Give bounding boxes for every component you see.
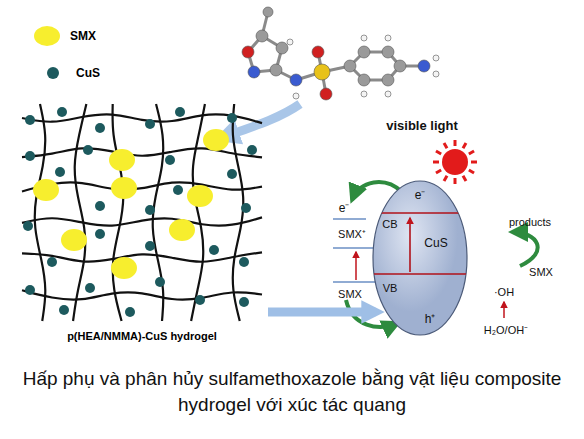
cus-particle (95, 123, 105, 133)
cus-particle (47, 257, 57, 267)
sun-symbol (433, 140, 477, 184)
cus-particle (209, 245, 219, 255)
cus-particle (57, 107, 67, 117)
legend-swatch (34, 26, 60, 46)
cus-particle (23, 221, 33, 231)
level-label: SMX⁺ (338, 228, 366, 240)
smx-particle (187, 185, 213, 207)
light-label: visible light (386, 119, 458, 133)
smx-particle (203, 129, 229, 151)
legend-entry: CuS (47, 61, 100, 85)
polymer-chain (191, 104, 205, 321)
polymer-chain (22, 217, 262, 225)
hole-label: h⁺ (425, 313, 436, 326)
ellipse-outline (372, 180, 468, 336)
radical-label: ·OH (494, 286, 514, 298)
cus-particle (85, 283, 95, 293)
smx-particle (169, 219, 195, 241)
sun-ray (469, 151, 474, 154)
oh-arrow (503, 302, 505, 318)
cus-particle (95, 201, 105, 211)
cus-particle (145, 241, 155, 251)
polymer-chain (233, 104, 244, 321)
polymer-chain (22, 114, 262, 123)
cus-particle (239, 257, 249, 267)
sun-ray (471, 161, 477, 164)
legend-label: CuS (76, 66, 100, 80)
sun-ray (463, 176, 466, 181)
degradation-arrow (512, 232, 538, 266)
cus-particle (25, 115, 35, 125)
hydrogel-network: p(HEA/NMMA)-CuS hydrogel (16, 100, 268, 322)
cus-particle (95, 229, 105, 239)
material-label: CuS (424, 237, 447, 250)
polymer-network (22, 104, 262, 321)
cus-particle (247, 145, 257, 155)
cus-particle (145, 119, 155, 129)
sun-ray (436, 151, 441, 154)
pollutant-label: SMX (529, 266, 553, 278)
electron-label: e⁻ (339, 202, 350, 215)
smx-particle (109, 149, 135, 171)
cus-particle (83, 145, 93, 155)
cus-particle (239, 297, 249, 307)
smx-particle (33, 179, 59, 201)
sun-ray (433, 161, 439, 164)
atoms (242, 7, 439, 100)
sun-ray (454, 140, 457, 146)
product-label: products (509, 216, 551, 228)
cus-particle (195, 295, 205, 305)
cus-particle (155, 277, 165, 287)
cus-particle (165, 155, 175, 165)
polymer-chain (22, 290, 262, 299)
cus-particle (175, 107, 185, 117)
process-arrow (268, 308, 375, 317)
cus-particle-ellipse: e⁻ CB CuS VB h⁺ (372, 180, 468, 336)
cus-particle (227, 169, 237, 179)
band-label: VB (383, 282, 398, 294)
cus-particle (25, 285, 35, 295)
sun-ray (454, 178, 457, 184)
sun-ray (444, 143, 447, 148)
polymer-chain (35, 104, 46, 321)
electron-label: e⁻ (415, 189, 426, 202)
sun-ray (469, 170, 474, 173)
sun-ray (463, 143, 466, 148)
smx-particles (33, 129, 229, 279)
cus-particle (241, 203, 251, 213)
cus-particle (145, 205, 155, 215)
polymer-chain (113, 104, 124, 321)
polymer-chain (22, 148, 262, 157)
smx-particle (111, 177, 137, 199)
cus-particle (125, 307, 135, 317)
cus-particle (59, 305, 69, 315)
cus-particles (23, 107, 257, 317)
legend-entry: SMX (34, 24, 96, 48)
cus-particle (55, 167, 65, 177)
polymer-chain (73, 104, 86, 321)
cus-particle (25, 151, 35, 161)
hydrogel-label: p(HEA/NMMA)-CuS hydrogel (16, 330, 268, 342)
sun-ray (436, 170, 441, 173)
caption: Hấp phụ và phân hủy sulfamethoxazole bằn… (12, 366, 572, 417)
legend-swatch (47, 67, 59, 79)
sun-ray (444, 176, 447, 181)
level-label: SMX (338, 288, 362, 300)
smx-particle (111, 257, 137, 279)
smx-particle (61, 229, 87, 251)
adsorption-arrow (226, 104, 300, 136)
cus-particle (227, 113, 237, 123)
cus-particle (173, 185, 183, 195)
reactant-label: H₂O/OH⁻ (484, 324, 528, 336)
band-label: CB (382, 218, 397, 230)
polymer-chain (22, 252, 262, 261)
legend-label: SMX (70, 29, 96, 43)
sulfamethoxazole-molecule (248, 12, 424, 94)
